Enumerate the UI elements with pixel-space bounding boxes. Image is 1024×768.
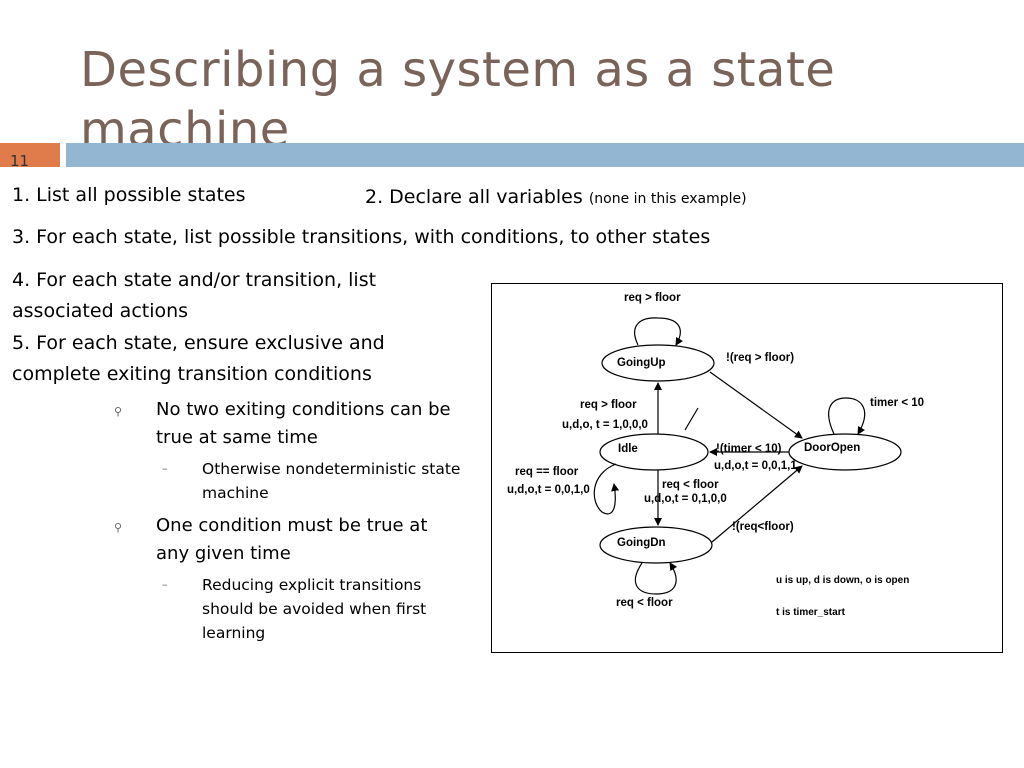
step-3: 3. For each state, list possible transit… [12, 226, 711, 248]
dooropen-to-idle-condition: !(timer < 10) [716, 443, 782, 455]
bullet-icon: ⚲ [114, 521, 123, 534]
goingdn-self-loop [634, 562, 678, 595]
stray-mark [684, 407, 699, 431]
accent-bar-left [0, 143, 60, 167]
state-goingup-label: GoingUp [617, 357, 666, 369]
state-dooropen-label: DoorOpen [804, 442, 860, 454]
legend-line-1: u is up, d is down, o is open [776, 575, 909, 586]
state-idle: Idle [599, 433, 709, 471]
step-1: 1. List all possible states [12, 184, 246, 206]
goingup-self-label: req > floor [624, 292, 681, 304]
goingup-to-dooropen-label: !(req > floor) [726, 352, 794, 364]
state-goingup: GoingUp [601, 344, 715, 382]
sub-bullet-2: Reducing explicit transitions should be … [202, 576, 427, 642]
state-goingdn: GoingDn [599, 526, 713, 564]
bullet-2: One condition must be true at any given … [156, 515, 428, 564]
legend-line-2: t is timer_start [776, 607, 846, 618]
slide-title: Describing a system as a state machine [80, 42, 836, 158]
state-goingdn-label: GoingDn [617, 537, 666, 549]
idle-to-goingup-condition: req > floor [580, 399, 637, 411]
step-4: 4. For each state and/or transition, lis… [12, 269, 377, 322]
goingdn-self-label: req < floor [616, 597, 673, 609]
slide-number: 11 [10, 152, 30, 170]
idle-to-goingup-action: u,d,o, t = 1,0,0,0 [562, 419, 648, 431]
idle-self-condition: req == floor [515, 466, 579, 478]
idle-to-goingdn-action: u,d,o,t = 0,1,0,0 [644, 493, 727, 505]
step-2-note: (none in this example) [588, 191, 747, 207]
bullet-icon: ⚲ [114, 405, 123, 418]
step-5: 5. For each state, ensure exclusive and … [12, 332, 385, 385]
goingup-self-loop [634, 317, 683, 346]
bullet-1: No two exiting conditions can be true at… [156, 399, 451, 448]
state-diagram-svg: GoingUp Idle DoorOpen GoingDn req > floo… [507, 292, 924, 618]
accent-bar-right [66, 143, 1024, 167]
dooropen-self-loop [828, 397, 866, 435]
dooropen-self-label: timer < 10 [870, 397, 924, 409]
state-machine-diagram: GoingUp Idle DoorOpen GoingDn req > floo… [491, 283, 1003, 653]
goingdn-to-dooropen-label: !(req<floor) [732, 521, 794, 533]
goingup-to-dooropen-arrow [709, 371, 803, 439]
step-2: 2. Declare all variables (none in this e… [365, 182, 747, 215]
idle-self-action: u,d,o,t = 0,0,1,0 [507, 484, 590, 496]
sub-bullet-icon: – [162, 578, 168, 591]
goingdn-to-dooropen-arrow [711, 465, 803, 543]
idle-self-loop [593, 463, 620, 515]
sub-bullet-1: Otherwise nondeterministic state machine [202, 460, 461, 502]
dooropen-to-idle-action: u,d,o,t = 0,0,1,1 [714, 460, 797, 472]
state-dooropen: DoorOpen [788, 433, 902, 471]
idle-to-goingdn-condition: req < floor [662, 479, 719, 491]
step-2-text: 2. Declare all variables [365, 186, 583, 208]
state-idle-label: Idle [618, 443, 638, 455]
sub-bullet-icon: – [162, 462, 168, 475]
